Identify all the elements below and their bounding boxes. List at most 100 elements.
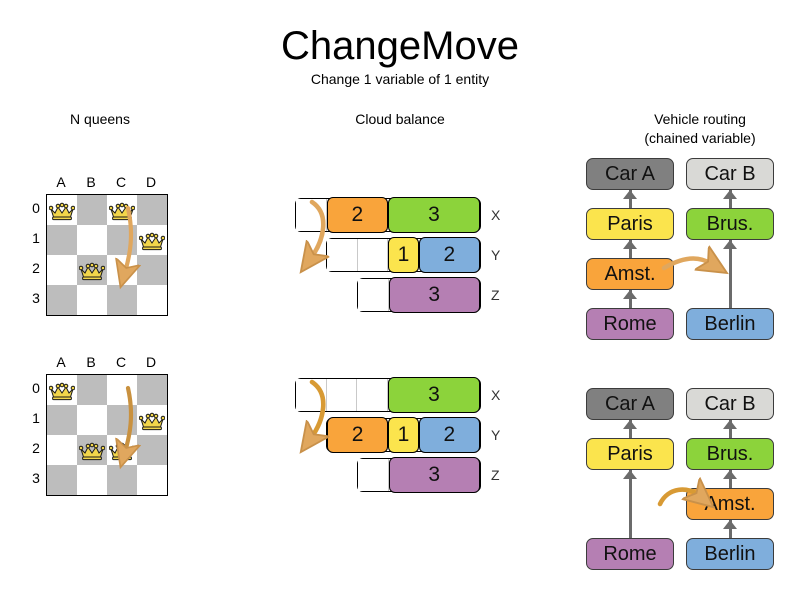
chess-cell-C0[interactable]: [107, 375, 137, 405]
cloud-free-slot: [296, 199, 327, 231]
chess-grid: [46, 194, 168, 316]
cloud-computer-label-Z: Z: [491, 287, 500, 303]
chess-cell-A1[interactable]: [47, 405, 77, 435]
vrp-link-brus-to-car-b: [728, 190, 732, 208]
vrp-node-amsterdam[interactable]: Amst.: [586, 258, 674, 290]
vrp-node-berlin[interactable]: Berlin: [686, 538, 774, 570]
vrp-link-brus-to-car-b: [728, 420, 732, 438]
chess-cell-D2[interactable]: [137, 435, 167, 465]
chess-cell-A2[interactable]: [47, 255, 77, 285]
cloud-process-1[interactable]: 1: [388, 237, 419, 273]
chess-cell-D0[interactable]: [137, 195, 167, 225]
vrp-node-rome[interactable]: Rome: [586, 538, 674, 570]
cloud-process-3[interactable]: 3: [388, 377, 481, 413]
queen-piece-A0[interactable]: [48, 381, 76, 401]
vrp-link-amst-to-brus-head: [723, 470, 737, 479]
vrp-link-rome-to-paris: [628, 470, 632, 538]
vrp-node-brussels[interactable]: Brus.: [686, 438, 774, 470]
queen-piece-C0[interactable]: [108, 201, 136, 221]
vrp-node-car-b[interactable]: Car B: [686, 388, 774, 420]
queen-piece-C2[interactable]: [108, 441, 136, 461]
vrp-node-rome[interactable]: Rome: [586, 308, 674, 340]
page-title: ChangeMove: [281, 24, 519, 68]
board-col-label-A: A: [56, 354, 66, 370]
queen-piece-B2[interactable]: [78, 441, 106, 461]
board-row-label-1: 1: [32, 410, 40, 426]
chess-cell-A3[interactable]: [47, 285, 77, 315]
vrp-node-brussels[interactable]: Brus.: [686, 208, 774, 240]
cloud-computer-label-X: X: [491, 207, 501, 223]
chess-cell-B1[interactable]: [77, 225, 107, 255]
cloud-free-slot: [358, 279, 389, 311]
cloud-process-3[interactable]: 3: [388, 197, 481, 233]
cloud-computer-bar-X[interactable]: 3: [295, 377, 481, 413]
board-row-label-2: 2: [32, 440, 40, 456]
queen-piece-D1[interactable]: [138, 411, 166, 431]
queen-piece-A0[interactable]: [48, 201, 76, 221]
vrp-node-berlin[interactable]: Berlin: [686, 308, 774, 340]
queen-piece-D1[interactable]: [138, 231, 166, 251]
chess-cell-A1[interactable]: [47, 225, 77, 255]
cloud-computer-label-Y: Y: [491, 247, 501, 263]
cloud-process-3[interactable]: 3: [388, 277, 480, 313]
board-row-label-0: 0: [32, 380, 40, 396]
chess-cell-B1[interactable]: [77, 405, 107, 435]
cloud-process-1[interactable]: 1: [388, 417, 419, 453]
cloud-process-3[interactable]: 3: [388, 457, 480, 493]
chess-cell-A3[interactable]: [47, 465, 77, 495]
chess-cell-D0[interactable]: [137, 375, 167, 405]
cloud-process-2[interactable]: 2: [418, 417, 480, 453]
chess-cell-D2[interactable]: [137, 255, 167, 285]
vrp-link-paris-to-car-a: [628, 190, 632, 208]
cloud-computer-bar-Z[interactable]: 3: [357, 457, 481, 493]
board-col-label-C: C: [115, 354, 127, 370]
vrp-node-amsterdam[interactable]: Amst.: [686, 488, 774, 520]
board-row-label-1: 1: [32, 230, 40, 246]
page-subtitle: Change 1 variable of 1 entity: [310, 71, 490, 87]
chess-cell-D3[interactable]: [137, 285, 167, 315]
chess-cell-C3[interactable]: [107, 465, 137, 495]
chess-cell-B0[interactable]: [77, 375, 107, 405]
vrp-link-brus-to-car-b-head: [723, 420, 737, 429]
chess-cell-A2[interactable]: [47, 435, 77, 465]
chess-cell-C1[interactable]: [107, 405, 137, 435]
board-row-label-3: 3: [32, 470, 40, 486]
vrp-node-car-a[interactable]: Car A: [586, 158, 674, 190]
cloud-computer-label-Y: Y: [491, 427, 501, 443]
board-col-label-B: B: [86, 354, 96, 370]
chess-cell-C2[interactable]: [107, 255, 137, 285]
vrp-node-car-a[interactable]: Car A: [586, 388, 674, 420]
cloud-computer-bar-Z[interactable]: 3: [357, 277, 481, 313]
cloud-free-slot: [326, 379, 358, 411]
vrp-link-berlin-to-amst-head: [723, 520, 737, 529]
chess-grid: [46, 374, 168, 496]
vrp-node-paris[interactable]: Paris: [586, 208, 674, 240]
queen-piece-B2[interactable]: [78, 261, 106, 281]
cloud-computer-label-Z: Z: [491, 467, 500, 483]
vrp-node-car-b[interactable]: Car B: [686, 158, 774, 190]
vrp-link-rome-to-amst-head: [623, 290, 637, 299]
cloud-process-2[interactable]: 2: [326, 197, 389, 233]
cloud-free-slot: [357, 379, 389, 411]
chess-cell-C3[interactable]: [107, 285, 137, 315]
chess-cell-C1[interactable]: [107, 225, 137, 255]
board-col-label-D: D: [145, 174, 157, 190]
board-row-label-2: 2: [32, 260, 40, 276]
chess-cell-B0[interactable]: [77, 195, 107, 225]
chess-cell-B3[interactable]: [77, 465, 107, 495]
cloud-process-2[interactable]: 2: [418, 237, 480, 273]
cloud-process-2[interactable]: 2: [327, 417, 389, 453]
vrp-link-berlin-to-brus: [728, 240, 732, 308]
vrp-link-brus-to-car-b-head: [723, 190, 737, 199]
vrp-node-paris[interactable]: Paris: [586, 438, 674, 470]
chess-cell-B3[interactable]: [77, 285, 107, 315]
section-title-vehicle-routing: Vehicle routing (chained variable): [600, 110, 800, 148]
board-row-label-0: 0: [32, 200, 40, 216]
chess-cell-D3[interactable]: [137, 465, 167, 495]
